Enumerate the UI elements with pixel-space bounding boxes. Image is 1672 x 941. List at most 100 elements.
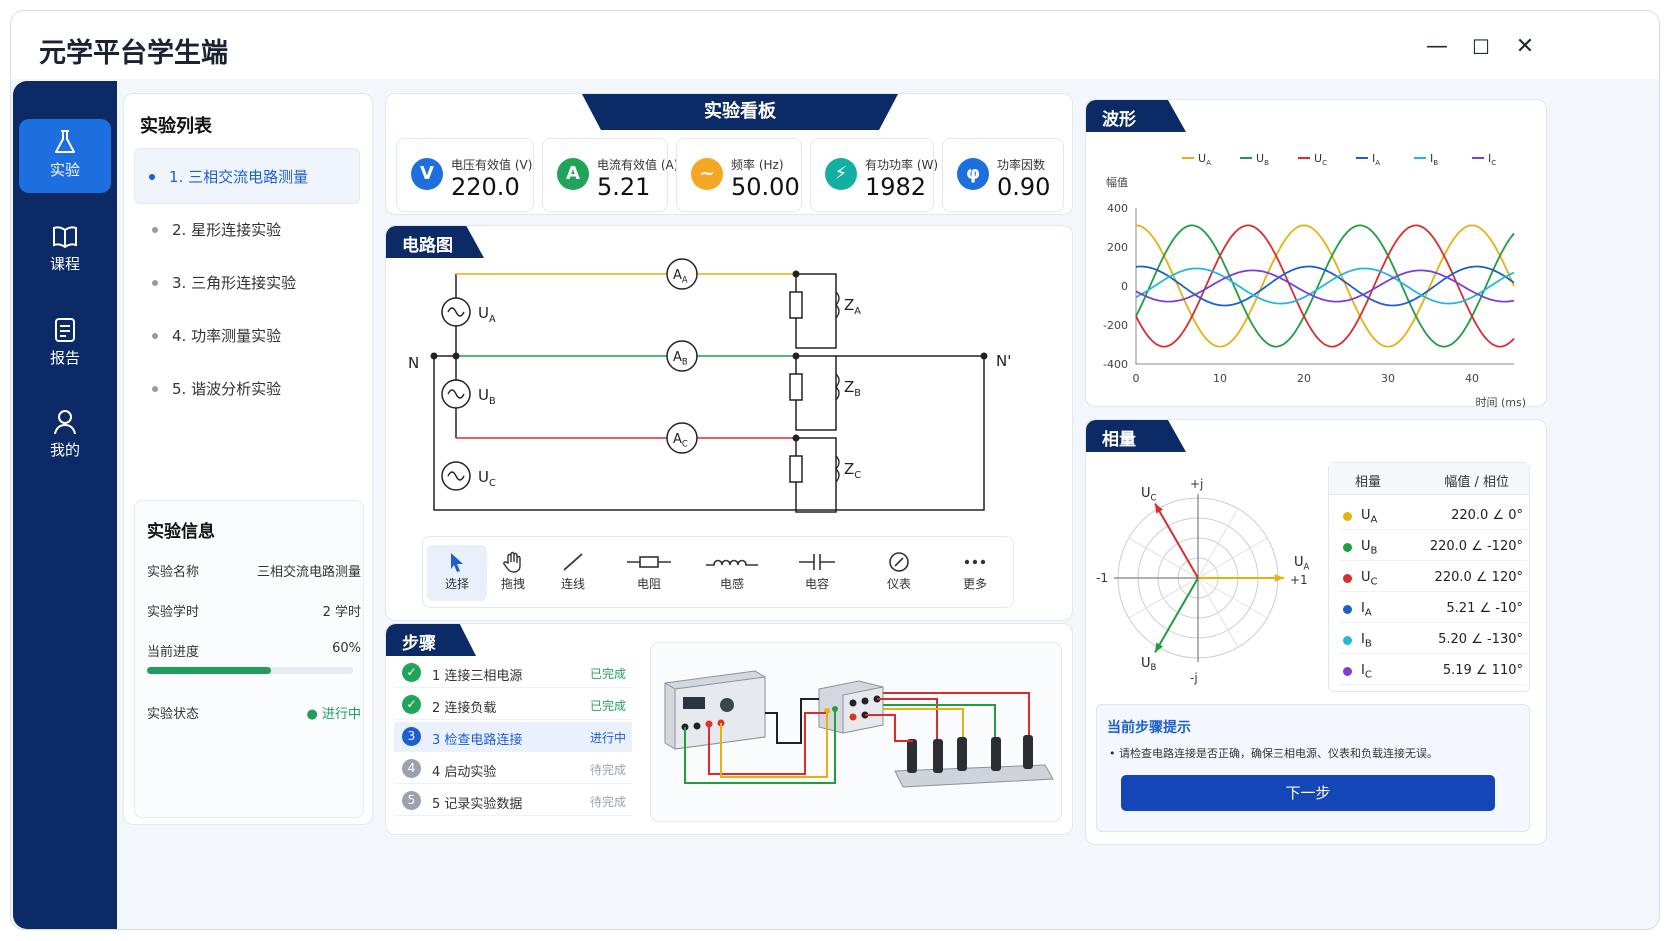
experiment-item-2[interactable]: 2. 星形连接实验 xyxy=(138,202,364,258)
dashboard-title: 实验看板 xyxy=(582,94,898,130)
info-row-status: 实验状态● 进行中 xyxy=(147,703,361,722)
sidebar-nav: 实验 课程 报告 我的 xyxy=(13,81,117,929)
series-line xyxy=(1135,265,1515,307)
maximize-button[interactable]: ☐ xyxy=(1472,35,1490,59)
nav-label: 实验 xyxy=(49,161,80,179)
phasor-name: UA xyxy=(1361,508,1378,526)
hand-icon xyxy=(503,551,521,573)
info-value: 三相交流电路测量 xyxy=(256,565,361,580)
load-label: ZC xyxy=(844,460,861,481)
experiment-item-3[interactable]: 3. 三角形连接实验 xyxy=(138,255,364,311)
info-label: 实验状态 xyxy=(147,707,200,722)
phasor-row: UB 220.0 ∠ -120° xyxy=(1339,532,1527,561)
metric-label: 有功功率 (W) xyxy=(865,158,939,172)
ammeter-label-main: A xyxy=(673,432,682,447)
phasor-sub: C xyxy=(1364,669,1372,681)
minimize-button[interactable]: — xyxy=(1426,34,1448,59)
phasor-value: 220.0 ∠ -120° xyxy=(1429,539,1523,554)
title-bar: 元学平台学生端 — ☐ ✕ xyxy=(11,11,1659,79)
phasor-value: 5.20 ∠ -130° xyxy=(1438,632,1523,647)
nav-item-course[interactable]: 课程 xyxy=(19,215,111,289)
step-item[interactable]: ✓1 连接三相电源已完成 xyxy=(394,658,632,688)
nav-item-mine[interactable]: 我的 xyxy=(19,399,111,473)
load-label-sub: A xyxy=(854,306,861,317)
cursor-icon xyxy=(451,553,463,572)
book-icon xyxy=(53,226,77,249)
bullet-dot xyxy=(152,386,158,392)
source-label-sub: A xyxy=(489,314,496,325)
axis-label-pos-j: +j xyxy=(1190,477,1203,491)
tool-inductor[interactable]: 电感 xyxy=(697,545,767,601)
phasor-sub: B xyxy=(1364,638,1372,650)
axes xyxy=(1135,208,1514,365)
nav-item-report[interactable]: 报告 xyxy=(19,307,111,381)
tool-meter[interactable]: 仪表 xyxy=(869,545,929,601)
load-loop xyxy=(795,355,837,431)
phasor-name: UB xyxy=(1361,539,1378,557)
experiment-item-1[interactable]: 1. 三相交流电路测量 xyxy=(134,148,360,204)
ammeter-label-sub: A xyxy=(682,274,688,284)
tool-select[interactable]: 选择 xyxy=(427,545,487,601)
legend-label-sub: A xyxy=(1375,158,1380,167)
tool-more[interactable]: 更多 xyxy=(945,545,1005,601)
axis-label-pos1: +1 xyxy=(1290,573,1308,587)
nav-label: 我的 xyxy=(49,441,80,459)
step-status: 待完成 xyxy=(589,763,626,777)
experiment-item-5[interactable]: 5. 谐波分析实验 xyxy=(138,361,364,417)
y-tick-label: 400 xyxy=(1107,202,1128,215)
arrow-head xyxy=(1155,503,1163,514)
tool-capacitor[interactable]: 电容 xyxy=(787,545,847,601)
experiment-info-title: 实验信息 xyxy=(147,522,215,542)
nav-item-experiment[interactable]: 实验 xyxy=(19,119,111,193)
load-label: ZA xyxy=(844,296,861,317)
step-text: 5 记录实验数据 xyxy=(432,797,523,812)
nav-label: 课程 xyxy=(49,255,80,273)
phasor-vector xyxy=(1154,577,1199,653)
frequency-icon: ~ xyxy=(691,158,723,190)
load-loop xyxy=(795,437,837,513)
experiment-item-label: 4. 功率测量实验 xyxy=(172,327,282,345)
hint-text: • 请检查电路连接是否正确，确保三相电源、仪表和负载连接无误。 xyxy=(1109,747,1438,760)
step-item[interactable]: ✓2 连接负载已完成 xyxy=(394,690,632,720)
nav-label: 报告 xyxy=(49,349,80,367)
phasor-name: IC xyxy=(1361,663,1372,681)
sine-icon xyxy=(447,307,465,317)
phasor-value: 5.21 ∠ -10° xyxy=(1446,601,1523,616)
ammeter-label-sub: C xyxy=(682,438,688,448)
metric-label: 电压有效值 (V) xyxy=(451,158,533,172)
lightning-icon: ⚡ xyxy=(825,158,857,190)
step-status: 已完成 xyxy=(589,667,626,681)
legend-label: IC xyxy=(1488,152,1496,167)
legend-label-main: I xyxy=(1372,152,1375,165)
legend-label-main: U xyxy=(1314,152,1322,165)
next-step-button[interactable]: 下一步 xyxy=(1121,775,1495,811)
inductor-icon xyxy=(835,373,840,401)
ammeter-label-sub: B xyxy=(682,356,688,366)
tool-wire[interactable]: 连线 xyxy=(543,545,603,601)
tool-drag[interactable]: 拖拽 xyxy=(483,545,543,601)
phasor-label-sub: B xyxy=(1151,662,1157,672)
axis-label-neg1: -1 xyxy=(1096,571,1108,585)
phasor-label-main: U xyxy=(1141,656,1151,671)
legend-label-main: U xyxy=(1256,152,1264,165)
current-icon: A xyxy=(557,158,589,190)
close-button[interactable]: ✕ xyxy=(1515,34,1535,59)
step-text: 2 连接负载 xyxy=(432,701,497,716)
resistor-icon xyxy=(789,373,803,401)
phasor-label-sub: C xyxy=(1151,492,1157,502)
experiment-item-4[interactable]: 4. 功率测量实验 xyxy=(138,308,364,364)
tool-resistor[interactable]: 电阻 xyxy=(619,545,679,601)
ammeter-label: AB xyxy=(673,350,688,366)
load-label-sub: B xyxy=(854,388,861,399)
